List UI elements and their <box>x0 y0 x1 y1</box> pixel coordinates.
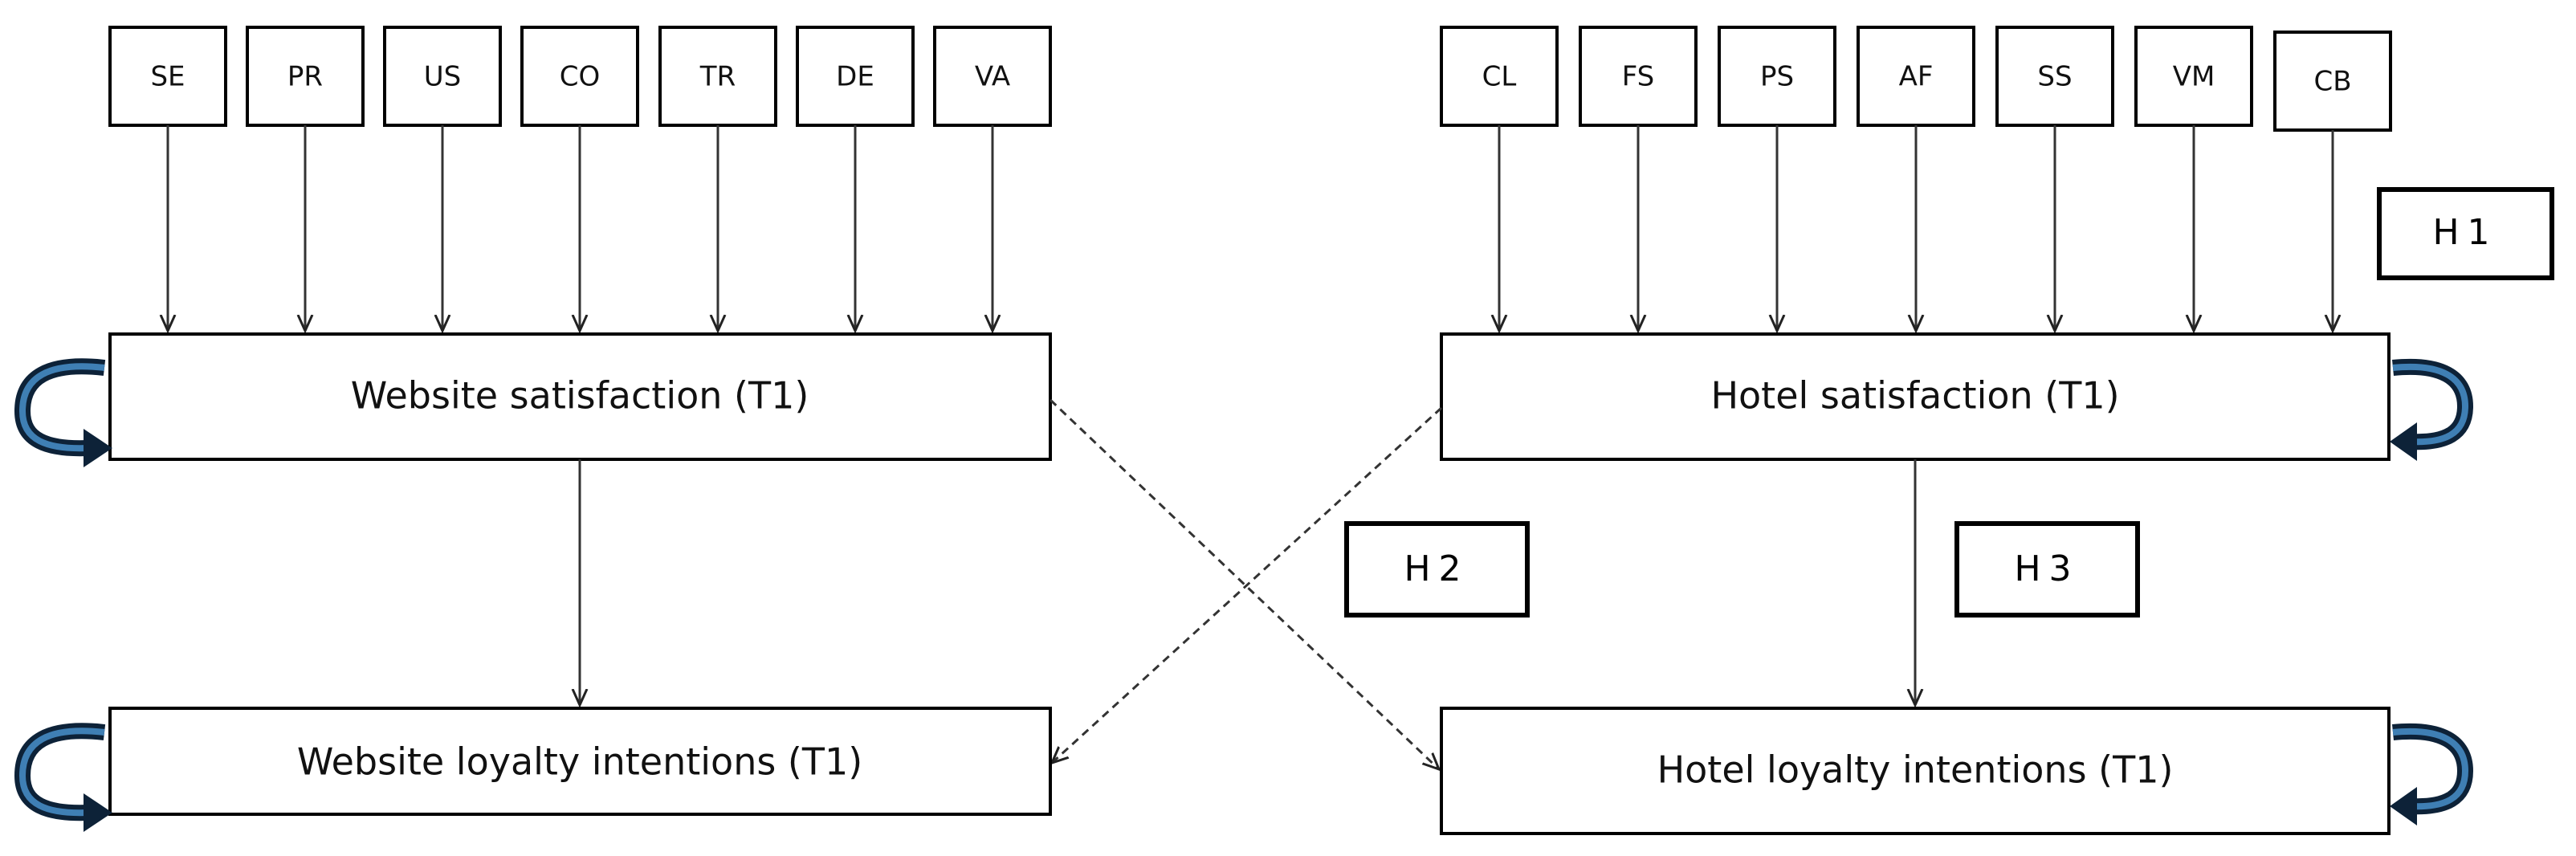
hotel-factor-box: AF <box>1857 26 1975 127</box>
hypothesis-h2-box: H2 <box>1344 521 1530 618</box>
hypothesis-h3-label: H3 <box>2014 548 2079 589</box>
website-factor-box: PR <box>246 26 365 127</box>
hotel-factor-box: CB <box>2273 31 2392 132</box>
website-factor-arrows <box>168 125 992 331</box>
website-loyalty-box: Website loyalty intentions (T1) <box>108 707 1052 816</box>
website-satisfaction-box: Website satisfaction (T1) <box>108 332 1052 461</box>
website-factor-box: TR <box>658 26 777 127</box>
hotel-satisfaction-box: Hotel satisfaction (T1) <box>1440 332 2391 461</box>
website-factor-label: US <box>424 61 461 93</box>
website-factor-box: VA <box>933 26 1052 127</box>
website-factor-label: TR <box>699 61 736 93</box>
hypothesis-h2-label: H2 <box>1404 548 1469 589</box>
website-factor-label: PR <box>287 61 323 93</box>
website-factor-label: VA <box>975 61 1010 93</box>
website-factors: SE PR US CO TR DE VA <box>108 26 1052 127</box>
website-factor-box: US <box>383 26 502 127</box>
loop-arrow-icon <box>2390 723 2474 825</box>
hotel-factor-arrows <box>1499 125 2333 331</box>
hotel-factor-label: AF <box>1899 61 1934 93</box>
hotel-factor-box: FS <box>1579 26 1698 127</box>
hotel-factor-box: SS <box>1995 26 2114 127</box>
hotel-satisfaction-label: Hotel satisfaction (T1) <box>1710 374 2119 418</box>
hotel-loyalty-box: Hotel loyalty intentions (T1) <box>1440 707 2391 835</box>
hotel-factor-label: CL <box>1482 61 1517 93</box>
loop-arrow-icon <box>14 723 112 832</box>
hotel-factor-label: FS <box>1622 61 1655 93</box>
hypothesis-h1-label: H1 <box>2432 212 2497 253</box>
hotel-factor-box: CL <box>1440 26 1559 127</box>
website-factor-box: CO <box>520 26 639 127</box>
loop-arrow-icon <box>14 358 112 467</box>
hotel-satisfaction-to-website-loyalty-arrow <box>1052 406 1443 763</box>
website-factor-label: DE <box>836 61 874 93</box>
website-satisfaction-label: Website satisfaction (T1) <box>351 374 809 418</box>
website-loyalty-label: Website loyalty intentions (T1) <box>297 740 862 784</box>
website-factor-label: SE <box>150 61 185 93</box>
hotel-factor-label: PS <box>1760 61 1794 93</box>
website-factor-box: SE <box>108 26 227 127</box>
website-factor-box: DE <box>796 26 915 127</box>
website-satisfaction-to-hotel-loyalty-arrow <box>1049 398 1439 769</box>
hotel-loyalty-label: Hotel loyalty intentions (T1) <box>1657 748 2174 792</box>
hotel-factors: CL FS PS AF SS VM CB <box>1440 26 2392 132</box>
website-factor-label: CO <box>560 61 601 93</box>
hotel-factor-label: SS <box>2037 61 2072 93</box>
hotel-factor-label: CB <box>2313 66 2351 98</box>
hotel-factor-box: VM <box>2134 26 2253 127</box>
hotel-factor-box: PS <box>1718 26 1836 127</box>
hotel-factor-label: VM <box>2173 61 2215 93</box>
hypothesis-h1-box: H1 <box>2377 187 2554 280</box>
hypothesis-h3-box: H3 <box>1954 521 2140 618</box>
loop-arrow-icon <box>2390 358 2474 461</box>
